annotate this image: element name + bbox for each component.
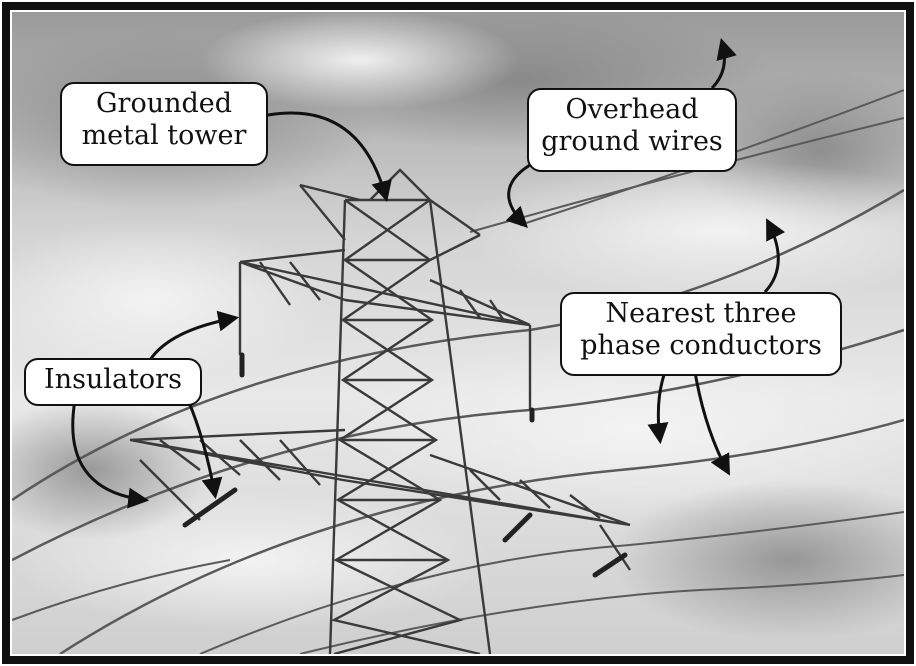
ground-wires-label-line-2: ground wires — [541, 126, 723, 157]
conductors-label: Nearest three phase conductors — [560, 292, 842, 376]
sky-background — [12, 12, 904, 654]
tower-arrow — [267, 111, 392, 203]
ground-wires-label: Overhead ground wires — [527, 88, 737, 172]
conductor-arrow-middle — [647, 371, 669, 445]
power-lines — [12, 89, 904, 654]
ground-wire-arrow-right — [710, 37, 737, 90]
conductors-label-line-1: Nearest three — [605, 298, 797, 329]
conductors-label-line-2: phase conductors — [580, 330, 822, 361]
insulator-arrow-left — [71, 399, 150, 509]
conductor-arrow-lower — [693, 371, 731, 476]
insulators-label-line-1: Insulators — [44, 364, 182, 395]
tower-label: Grounded metal tower — [60, 82, 268, 166]
metal-tower — [129, 168, 631, 654]
ground-wire-arrow-left — [505, 163, 531, 228]
tower-label-line-1: Grounded — [95, 88, 233, 119]
ground-wires-label-line-1: Overhead — [565, 94, 699, 125]
insulator-arrow-right — [186, 399, 223, 500]
tower-label-line-2: metal tower — [81, 120, 247, 151]
callout-arrows — [71, 37, 785, 509]
insulators-label: Insulators — [24, 358, 202, 406]
conductor-arrow-upper — [763, 218, 785, 294]
insulators — [182, 352, 628, 578]
insulator-arrow-upper — [148, 310, 240, 361]
